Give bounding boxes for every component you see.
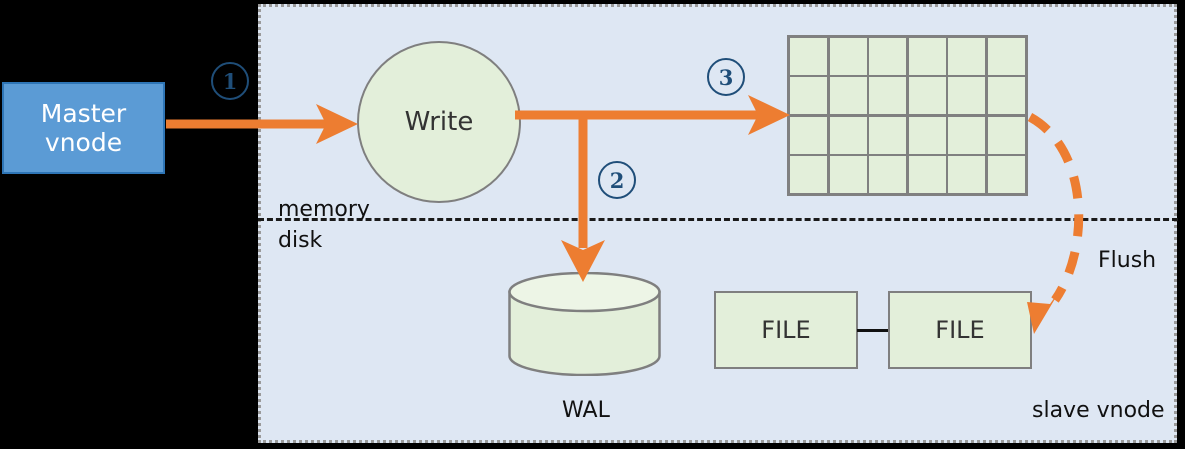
grid-cell — [790, 77, 828, 115]
grid-cell — [790, 116, 828, 154]
file-box-1-label: FILE — [761, 316, 811, 344]
grid-cell — [948, 77, 986, 115]
grid-cell — [829, 38, 867, 75]
master-vnode-label-line2: vnode — [44, 128, 123, 157]
memory-label: memory — [278, 197, 370, 222]
grid-cell — [908, 77, 946, 115]
grid-cell — [987, 116, 1025, 154]
wal-cylinder — [508, 272, 661, 376]
flush-label: Flush — [1098, 248, 1157, 273]
master-vnode-label-line1: Master — [40, 98, 127, 128]
grid-cell — [987, 77, 1025, 115]
file-box-1[interactable]: FILE — [714, 291, 858, 369]
grid-cell — [908, 116, 946, 154]
step-marker-1-label: 1 — [222, 68, 238, 94]
file-link-line — [857, 329, 889, 332]
memory-disk-divider — [258, 218, 1178, 221]
grid-cell — [869, 38, 907, 75]
arrow-flush — [1027, 113, 1084, 334]
step-marker-3: 3 — [707, 58, 745, 96]
write-node-label: Write — [404, 107, 474, 137]
arrow-step-3 — [515, 95, 790, 135]
grid-cell — [829, 156, 867, 193]
file-box-2[interactable]: FILE — [888, 291, 1032, 369]
master-vnode-box[interactable]: Master vnode — [2, 82, 165, 174]
grid-cell — [790, 38, 828, 75]
grid-cell — [987, 156, 1025, 193]
grid-cell — [948, 156, 986, 193]
step-marker-3-label: 3 — [718, 64, 734, 90]
step-marker-2: 2 — [598, 161, 636, 199]
grid-cell — [790, 156, 828, 193]
grid-cell — [908, 156, 946, 193]
file-box-2-label: FILE — [935, 316, 985, 344]
grid-cell — [829, 116, 867, 154]
wal-label: WAL — [562, 398, 610, 423]
grid-cell — [869, 77, 907, 115]
step-marker-2-label: 2 — [609, 167, 625, 193]
slave-vnode-label: slave vnode — [1032, 398, 1165, 423]
grid-cell — [829, 77, 867, 115]
memory-table-grid — [787, 35, 1028, 196]
grid-cell — [987, 38, 1025, 75]
disk-label: disk — [278, 228, 323, 253]
arrow-step-2 — [561, 112, 605, 282]
arrow-step-1 — [166, 104, 358, 144]
grid-cell — [869, 156, 907, 193]
grid-cell — [948, 38, 986, 75]
step-marker-1: 1 — [211, 62, 249, 100]
grid-cell — [908, 38, 946, 75]
write-node[interactable]: Write — [357, 41, 521, 203]
grid-cell — [948, 116, 986, 154]
grid-cell — [869, 116, 907, 154]
